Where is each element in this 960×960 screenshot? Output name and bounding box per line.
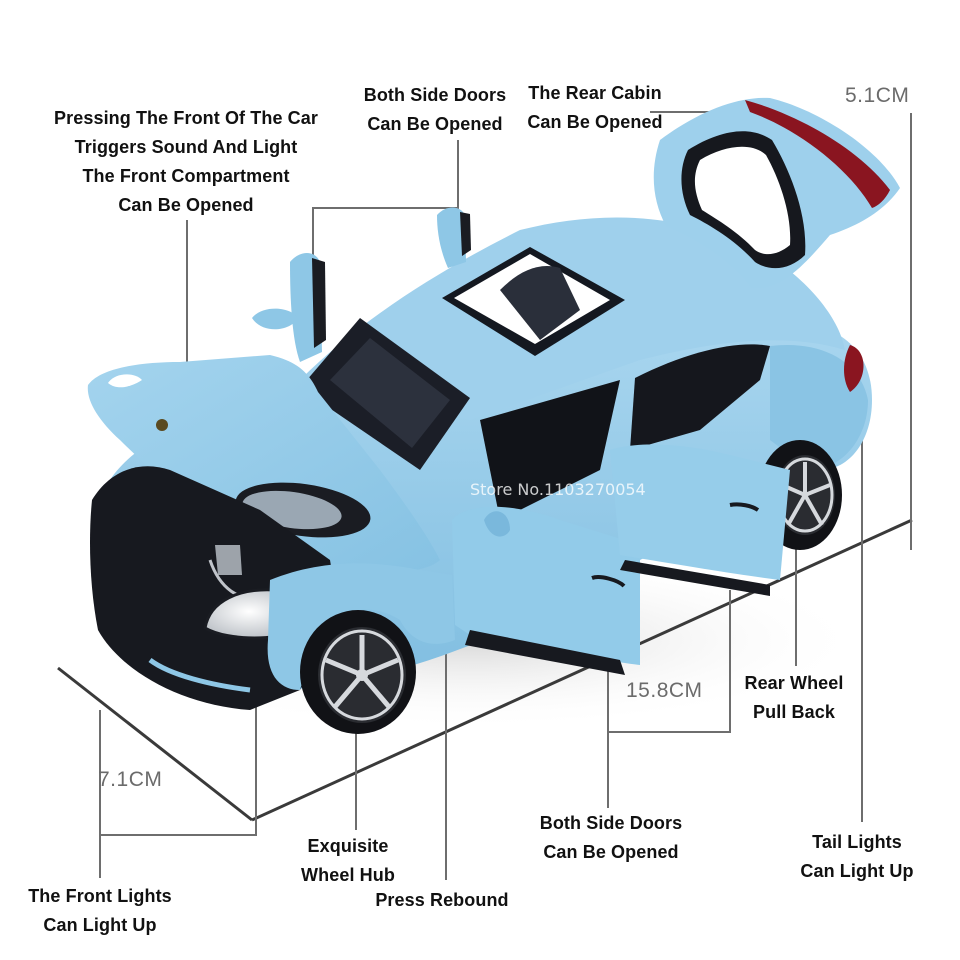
callout-text: Tail Lights [812,832,902,852]
front-wheel [300,610,416,734]
callout-text: Triggers Sound And Light [74,137,298,157]
callout-text: Press Rebound [375,890,509,910]
callout-press-rebound: Press Rebound [370,886,514,915]
callout-text: Both Side Doors [539,813,683,833]
callout-text: Can Light Up [800,861,914,881]
callout-tail-lights: Tail Lights Can Light Up [795,828,919,886]
callout-text: Pull Back [753,702,835,722]
callout-text: The Rear Cabin [528,83,662,103]
callout-text: Rear Wheel [744,673,844,693]
callout-text: Can Be Opened [367,114,503,134]
callout-text: The Front Compartment [82,166,290,186]
callout-text: Pressing The Front Of The Car [54,108,318,128]
rear-door-open [610,444,790,596]
callout-side-doors-top: Both Side Doors Can Be Opened [358,81,512,139]
store-watermark: Store No.1103270054 [470,480,646,499]
callout-rear-wheel: Rear Wheel Pull Back [738,669,850,727]
callout-text: The Front Lights [28,886,172,906]
callout-text: Can Light Up [43,915,157,935]
top-doors-open [252,207,471,362]
front-door-open [452,506,640,675]
callout-text: Exquisite [307,836,389,856]
floor-outline [57,518,913,822]
dimension-length: 15.8CM [626,679,703,702]
callout-wheel-hub: Exquisite Wheel Hub [296,832,400,890]
callout-text: Can Be Opened [118,195,254,215]
callout-front-compartment: Pressing The Front Of The Car Triggers S… [46,104,326,220]
dimension-height: 5.1CM [845,84,910,107]
callout-front-lights: The Front Lights Can Light Up [20,882,180,940]
dimension-width: 7.1CM [98,768,163,791]
callout-text: Can Be Opened [527,112,663,132]
front-fascia [90,466,455,710]
callout-text: Wheel Hub [301,865,395,885]
hood-emblem [156,419,168,431]
callout-text: Can Be Opened [543,842,679,862]
callout-side-doors-bottom: Both Side Doors Can Be Opened [532,809,690,867]
callout-rear-cabin: The Rear Cabin Can Be Opened [520,79,670,137]
callout-text: Both Side Doors [363,85,507,105]
